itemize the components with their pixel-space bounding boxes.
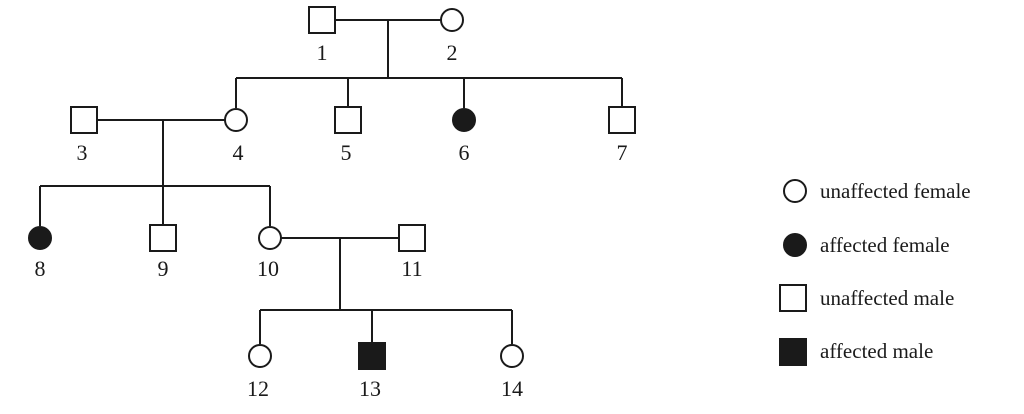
individual-7-label: 7 [617,140,628,165]
individual-6-affected-female [452,108,476,132]
individual-11-unaffected-male [398,224,426,252]
individual-9-label: 9 [158,256,169,281]
legend-affected-female-icon [783,233,807,257]
individual-12-unaffected-female [248,344,272,368]
legend-affected-female-label: affected female [820,233,950,257]
individual-8-label: 8 [35,256,46,281]
individual-3-label: 3 [77,140,88,165]
individual-4-unaffected-female [224,108,248,132]
individual-10-unaffected-female [258,226,282,250]
individual-2-label: 2 [447,40,458,65]
legend: unaffected female affected female unaffe… [779,179,971,366]
individual-4-label: 4 [233,140,244,165]
individual-10-label: 10 [257,256,279,281]
legend-affected-male-label: affected male [820,339,933,363]
individual-6-label: 6 [459,140,470,165]
individual-3-unaffected-male [70,106,98,134]
individual-11-label: 11 [401,256,422,281]
individual-8-affected-female [28,226,52,250]
individual-1-label: 1 [317,40,328,65]
legend-unaffected-female-label: unaffected female [820,179,971,203]
legend-affected-male-icon [779,338,807,366]
individual-12-label: 12 [247,376,269,401]
legend-unaffected-male-label: unaffected male [820,286,954,310]
individual-13-affected-male [358,342,386,370]
individual-14-unaffected-female [500,344,524,368]
legend-unaffected-male-icon [779,284,807,312]
individual-1-unaffected-male [308,6,336,34]
individual-14-label: 14 [501,376,523,401]
individual-9-unaffected-male [149,224,177,252]
legend-unaffected-female-icon [783,179,807,203]
pedigree-lines [39,19,623,344]
individual-13-label: 13 [359,376,381,401]
individual-5-label: 5 [341,140,352,165]
individual-5-unaffected-male [334,106,362,134]
individual-7-unaffected-male [608,106,636,134]
individual-2-unaffected-female [440,8,464,32]
